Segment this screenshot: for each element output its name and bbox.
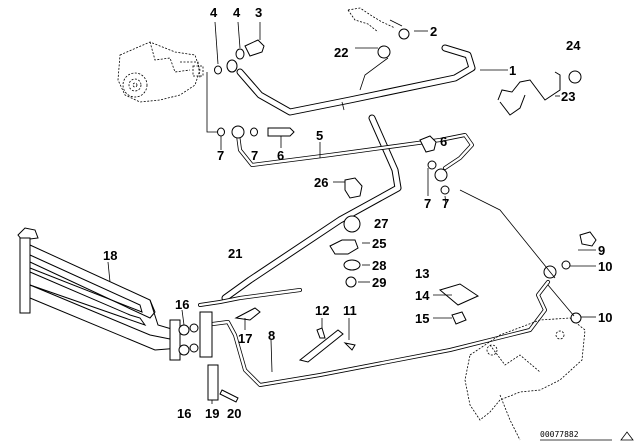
oil-cooler[interactable]	[17, 227, 181, 351]
callout-6b[interactable]: 6	[440, 134, 447, 149]
callout-12[interactable]: 12	[315, 303, 329, 318]
washer-7a[interactable]	[217, 127, 225, 137]
callout-21[interactable]: 21	[228, 246, 242, 261]
leader-lines	[107, 21, 596, 404]
callout-22[interactable]: 22	[334, 45, 348, 60]
callout-24[interactable]: 24	[566, 38, 581, 53]
cooler-line[interactable]	[198, 280, 550, 387]
callout-16b[interactable]: 16	[177, 406, 191, 421]
bracket-25[interactable]	[329, 239, 359, 255]
banjo-fitting-5[interactable]	[231, 125, 245, 139]
callout-5[interactable]: 5	[316, 128, 323, 143]
callout-17[interactable]: 17	[238, 331, 252, 346]
callout-10b[interactable]: 10	[598, 310, 612, 325]
banjo-bolt-3[interactable]	[244, 39, 265, 57]
washer-7d[interactable]	[440, 185, 450, 195]
clip-23[interactable]	[497, 71, 561, 101]
power-steering-pump[interactable]	[117, 41, 204, 103]
washer-4a[interactable]	[214, 65, 222, 75]
grommet-27[interactable]	[343, 215, 361, 233]
callout-3[interactable]: 3	[255, 5, 262, 20]
callout-25[interactable]: 25	[372, 236, 386, 251]
banjo-fitting-5b[interactable]	[434, 168, 448, 182]
callout-27[interactable]: 27	[374, 216, 388, 231]
return-hose[interactable]	[236, 7, 476, 116]
callout-7c[interactable]: 7	[424, 196, 431, 211]
clamp-26[interactable]	[344, 177, 363, 199]
callout-11[interactable]: 11	[343, 303, 357, 318]
callout-15[interactable]: 15	[415, 311, 429, 326]
bolt-9[interactable]	[579, 231, 597, 247]
callout-1[interactable]: 1	[509, 63, 516, 78]
banjo-fitting[interactable]	[226, 59, 238, 73]
callout-19[interactable]: 19	[205, 406, 219, 421]
callout-8[interactable]: 8	[268, 328, 275, 343]
callout-9[interactable]: 9	[598, 243, 605, 258]
washer-4b[interactable]	[235, 48, 245, 60]
clamp-2[interactable]	[398, 28, 410, 40]
nut-11[interactable]	[343, 342, 356, 351]
callout-labels: 1 2 3 4 4 5 6 6 7 7 7 7 8 9 10 10 11 12 …	[103, 5, 612, 421]
washer-10a[interactable]	[561, 260, 571, 270]
bracket-arm	[298, 329, 344, 363]
plate-14[interactable]	[438, 283, 480, 306]
callout-20[interactable]: 20	[227, 406, 241, 421]
callout-14[interactable]: 14	[415, 288, 430, 303]
callout-16a[interactable]: 16	[175, 297, 189, 312]
banjo-bolt-6a[interactable]	[267, 127, 295, 137]
callout-29[interactable]: 29	[372, 275, 386, 290]
callout-7a[interactable]: 7	[217, 148, 224, 163]
warning-triangle-icon	[620, 431, 634, 441]
callout-7b[interactable]: 7	[251, 148, 258, 163]
drawing-number: 00077882	[540, 430, 579, 439]
bracket-clip[interactable]	[169, 311, 239, 403]
clamp-22[interactable]	[377, 45, 391, 59]
clip-15[interactable]	[451, 311, 467, 325]
nut-24[interactable]	[568, 70, 582, 84]
callout-4a[interactable]: 4	[210, 5, 218, 20]
washer-7c[interactable]	[427, 160, 437, 170]
callout-23[interactable]: 23	[561, 89, 575, 104]
washer-7b[interactable]	[250, 127, 258, 137]
steering-gear[interactable]	[464, 317, 586, 441]
callout-2[interactable]: 2	[430, 24, 437, 39]
banjo-bolt-6b[interactable]	[419, 135, 437, 153]
pressure-hose[interactable]	[236, 133, 474, 170]
grommet-28[interactable]	[343, 259, 361, 271]
screw-12[interactable]	[316, 327, 326, 339]
callout-7d[interactable]: 7	[442, 196, 449, 211]
hose-21[interactable]	[221, 114, 402, 302]
callout-28[interactable]: 28	[372, 258, 386, 273]
bolt-17[interactable]	[234, 307, 261, 321]
nut-29[interactable]	[345, 276, 357, 288]
callout-6a[interactable]: 6	[277, 148, 284, 163]
callout-26[interactable]: 26	[314, 175, 328, 190]
callout-13[interactable]: 13	[415, 266, 429, 281]
callout-10a[interactable]: 10	[598, 259, 612, 274]
callout-18[interactable]: 18	[103, 248, 117, 263]
callout-4b[interactable]: 4	[233, 5, 241, 20]
